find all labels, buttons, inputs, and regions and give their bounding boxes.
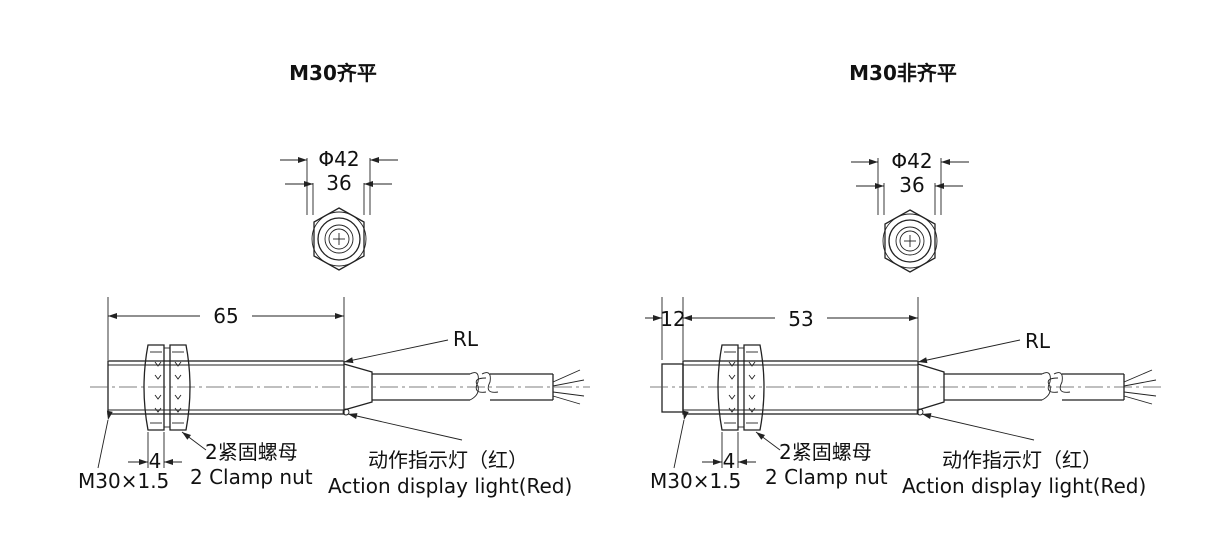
nut-width-label: 4	[149, 449, 162, 473]
front-view: Φ42 36	[851, 149, 969, 273]
outer-diameter-label: Φ42	[891, 149, 932, 173]
thread-label: M30×1.5	[78, 469, 169, 493]
sensor-body	[682, 360, 919, 415]
panel-title: M30非齐平	[849, 61, 957, 85]
hex-nut-outline	[884, 209, 936, 273]
length-extra-dimension: 12	[660, 307, 685, 331]
clamp-nut-en: 2 Clamp nut	[190, 465, 313, 489]
thread-label: M30×1.5	[650, 469, 741, 493]
side-view: 12 53	[645, 297, 1162, 473]
indicator-en: Action display light(Red)	[328, 474, 572, 498]
clamp-nuts	[717, 344, 765, 431]
cable	[917, 363, 1157, 411]
cable	[343, 363, 585, 411]
cable-label: RL	[453, 327, 479, 351]
indicator-en: Action display light(Red)	[902, 474, 1146, 498]
panel-title: M30齐平	[289, 61, 377, 85]
clamp-nuts	[143, 344, 191, 431]
cable-label: RL	[1025, 329, 1051, 353]
panel-flush: M30齐平 Φ42 36	[78, 61, 590, 498]
inner-diameter-label: 36	[326, 171, 351, 195]
front-view: Φ42 36	[280, 147, 398, 271]
outer-diameter-label: Φ42	[318, 147, 359, 171]
panel-nonflush: M30非齐平 Φ42 36	[645, 61, 1162, 498]
inner-diameter-label: 36	[899, 173, 924, 197]
nut-width-label: 4	[723, 449, 736, 473]
indicator-cn: 动作指示灯（红）	[942, 448, 1102, 472]
sensor-head	[661, 363, 684, 413]
clamp-nut-en: 2 Clamp nut	[765, 465, 888, 489]
sensor-body	[107, 360, 345, 415]
side-view: 65	[90, 297, 590, 473]
hex-nut-outline	[313, 207, 365, 271]
clamp-nut-cn: 2紧固螺母	[779, 440, 872, 464]
length-dimension: 53	[788, 307, 813, 331]
clamp-nut-cn: 2紧固螺母	[205, 440, 298, 464]
length-dimension: 65	[213, 304, 238, 328]
indicator-cn: 动作指示灯（红）	[368, 448, 528, 472]
